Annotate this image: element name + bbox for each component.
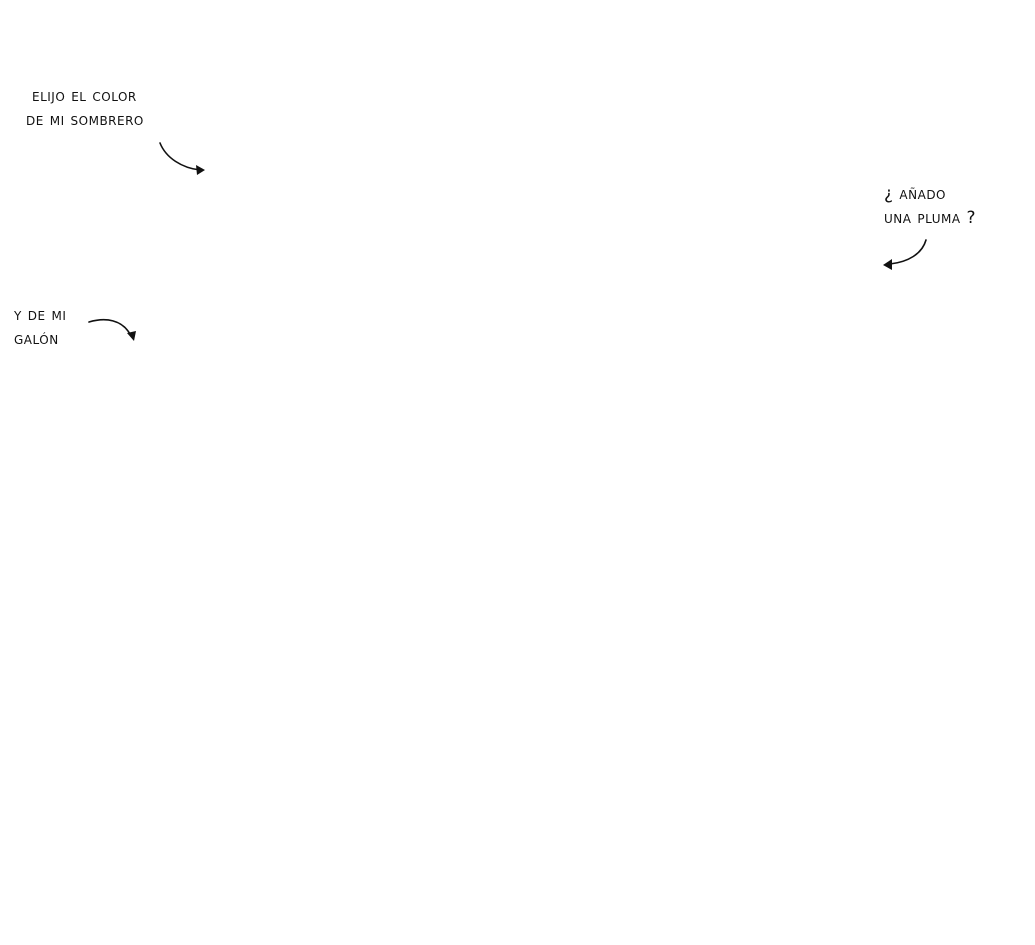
annotation-feather: ¿ añado una pluma ?: [884, 182, 976, 230]
annotation-feather-line1: ¿ añado: [884, 184, 947, 204]
annotation-feather-line2: una pluma ?: [884, 208, 976, 228]
curved-arrow-icon: [159, 142, 205, 175]
curved-arrow-icon: [88, 318, 136, 341]
annotation-hat-color-line1: elijo el color: [32, 86, 137, 106]
annotation-band-line2: galón: [14, 329, 59, 349]
annotation-hat-color: elijo el color de mi sombrero: [26, 84, 144, 132]
annotation-band-line1: y de mi: [14, 305, 67, 325]
annotation-band: y de mi galón: [14, 303, 66, 351]
annotation-hat-color-line2: de mi sombrero: [26, 110, 144, 130]
curved-arrow-icon: [883, 239, 927, 270]
